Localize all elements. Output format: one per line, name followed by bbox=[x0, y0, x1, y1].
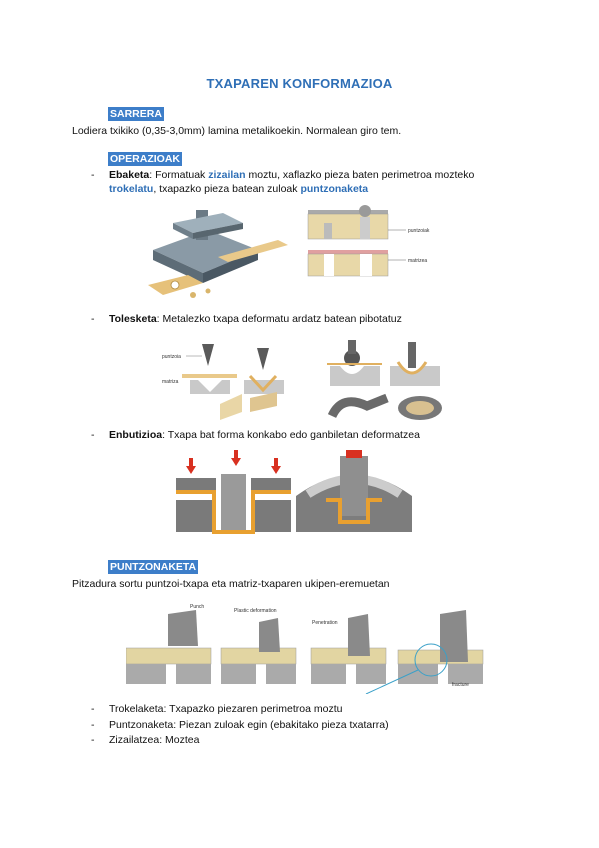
ebaketa-text-3: , txapazko pieza batean zuloak bbox=[153, 183, 301, 195]
ebaketa-text-2: moztu, xaflazko pieza baten perimetroa m… bbox=[245, 169, 475, 181]
stage-1: Punch bbox=[126, 604, 212, 684]
deep-drawing-3d bbox=[296, 450, 412, 532]
puntzonaketa-figure: Punch Plastic deformation Penetration fr… bbox=[126, 604, 484, 694]
stage-4: fracture bbox=[365, 610, 484, 694]
ebaketa-figure: puntzoiak matrizea bbox=[148, 205, 430, 298]
bullet-dash: - bbox=[91, 429, 95, 441]
tolesketa-figure: puntzoia matriza bbox=[162, 340, 442, 420]
stage-3: Penetration bbox=[310, 614, 387, 684]
enbutizioa-desc: : Txapa bat forma konkabo edo ganbiletan… bbox=[162, 429, 420, 441]
tolesketa-term: Tolesketa bbox=[109, 313, 157, 325]
list-item-zizailatzea: Zizailatzea: Moztea bbox=[109, 734, 200, 746]
page-title: TXAPAREN KONFORMAZIOA bbox=[206, 76, 393, 91]
label-punch: Punch bbox=[190, 604, 204, 610]
die-set-illustration bbox=[148, 210, 288, 298]
label-matriza: matriza bbox=[162, 379, 179, 385]
label-puntzoia: puntzoia bbox=[162, 354, 181, 360]
section-heading-operazioak: OPERAZIOAK bbox=[108, 152, 183, 166]
puntzonaketa-text: Pitzadura sortu puntzoi-txapa eta matriz… bbox=[72, 578, 390, 590]
ebaketa-term: Ebaketa bbox=[109, 169, 150, 181]
stage-2: Plastic deformation bbox=[220, 608, 297, 684]
section-heading-puntzonaketa: PUNTZONAKETA bbox=[108, 560, 199, 574]
list-item-trokelaketa: Trokelaketa: Txapazko piezaren perimetro… bbox=[109, 703, 343, 715]
label-penetration: Penetration bbox=[312, 620, 338, 626]
enbutizioa-term: Enbutizioa bbox=[109, 429, 163, 441]
ebaketa-text: Ebaketa: Formatuak zizailan moztu, xafla… bbox=[109, 168, 529, 196]
label-fracture: fracture bbox=[452, 682, 469, 688]
deep-drawing-section bbox=[176, 450, 291, 534]
label-matrizea: matrizea bbox=[408, 258, 427, 264]
keyword-zizailan: zizailan bbox=[208, 169, 246, 181]
enbutizioa-figure bbox=[176, 450, 412, 534]
list-item-puntzonaketa: Puntzonaketa: Piezan zuloak egin (ebakit… bbox=[109, 719, 389, 731]
sarrera-text: Lodiera txikiko (0,35-3,0mm) lamina meta… bbox=[72, 125, 402, 137]
bullet-dash: - bbox=[91, 734, 95, 746]
keyword-trokelatu: trokelatu bbox=[109, 183, 154, 195]
label-puntzoiak: puntzoiak bbox=[408, 228, 430, 234]
section-heading-sarrera: SARRERA bbox=[108, 107, 164, 121]
bullet-dash: - bbox=[91, 703, 95, 715]
bullet-dash: - bbox=[91, 719, 95, 731]
bullet-dash: - bbox=[91, 313, 95, 325]
bending-illustration-left: puntzoia matriza bbox=[162, 344, 284, 420]
label-plastic-deformation: Plastic deformation bbox=[234, 608, 277, 614]
tolesketa-text: Tolesketa: Metalezko txapa deformatu ard… bbox=[109, 312, 402, 326]
punch-section-illustration: puntzoiak matrizea bbox=[307, 205, 430, 277]
bullet-dash: - bbox=[91, 169, 95, 181]
bending-illustration-right bbox=[327, 340, 442, 420]
keyword-puntzonaketa: puntzonaketa bbox=[300, 183, 369, 195]
enbutizioa-text: Enbutizioa: Txapa bat forma konkabo edo … bbox=[109, 428, 420, 442]
tolesketa-desc: : Metalezko txapa deformatu ardatz batea… bbox=[156, 313, 402, 325]
ebaketa-text-1: : Formatuak bbox=[149, 169, 209, 181]
